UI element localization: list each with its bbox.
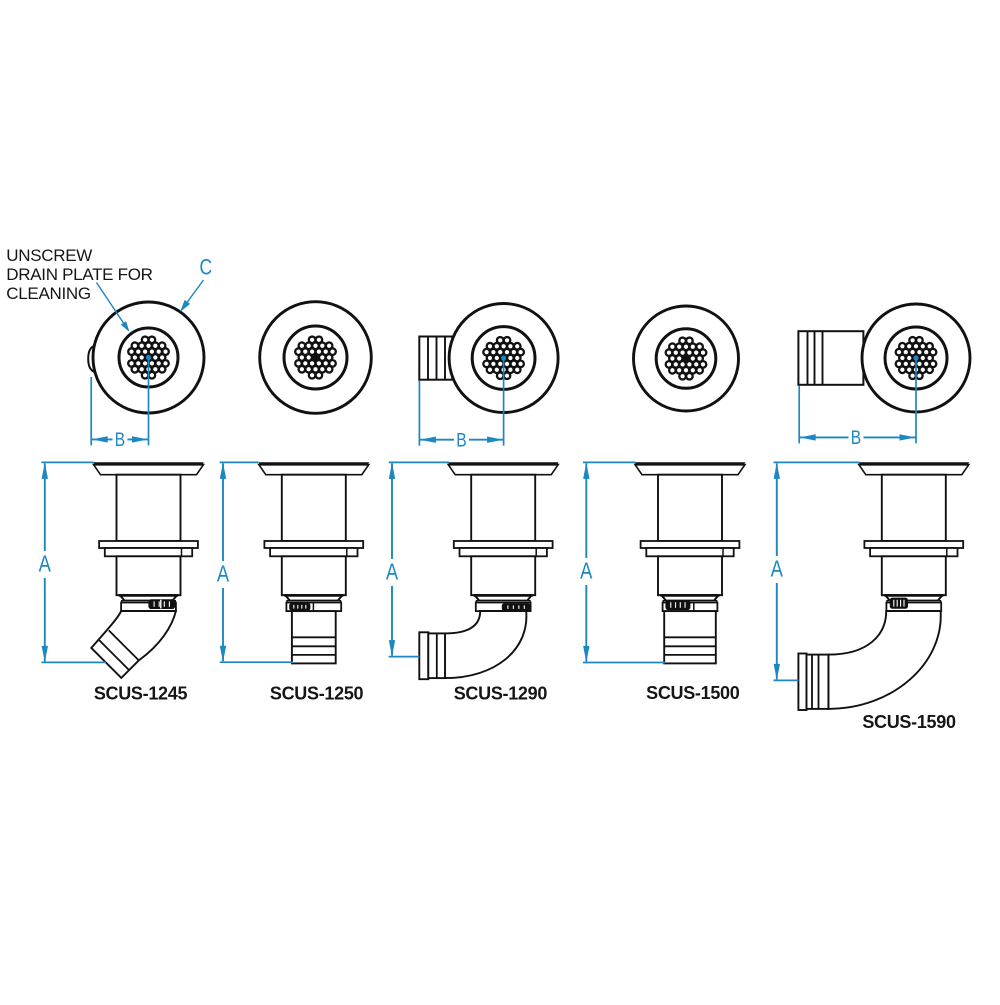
svg-text:A: A [386, 560, 398, 585]
svg-text:CLEANING: CLEANING [6, 284, 91, 303]
svg-text:SCUS-1250: SCUS-1250 [270, 684, 364, 704]
svg-text:B: B [851, 426, 861, 448]
svg-text:UNSCREW: UNSCREW [6, 246, 92, 265]
svg-text:SCUS-1590: SCUS-1590 [862, 712, 956, 732]
svg-text:A: A [580, 559, 592, 584]
svg-text:A: A [39, 552, 51, 577]
svg-text:DRAIN PLATE FOR: DRAIN PLATE FOR [6, 265, 152, 284]
svg-text:C: C [199, 256, 212, 281]
svg-text:SCUS-1245: SCUS-1245 [94, 684, 188, 704]
svg-text:A: A [771, 557, 783, 582]
svg-text:SCUS-1500: SCUS-1500 [646, 683, 740, 703]
svg-text:B: B [115, 428, 125, 450]
svg-text:B: B [456, 429, 466, 451]
svg-text:A: A [217, 562, 229, 587]
svg-text:SCUS-1290: SCUS-1290 [454, 684, 548, 704]
